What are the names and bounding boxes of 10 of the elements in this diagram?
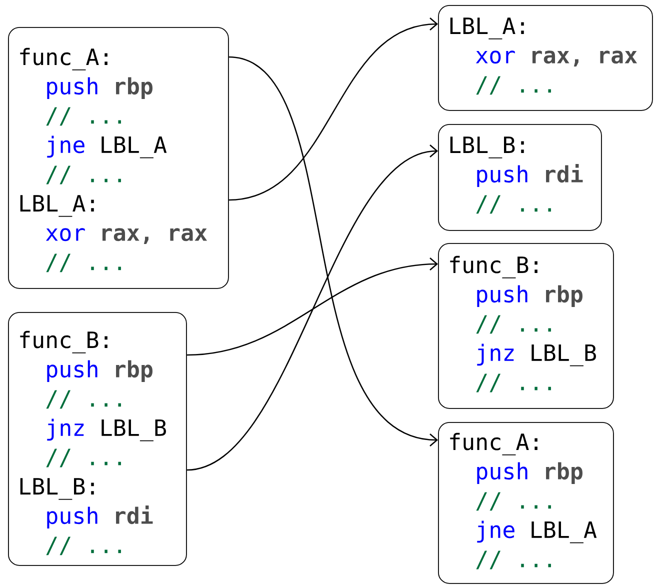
code-box: func_A: push rbp // ... jne LBL_A // ... LBL_A: xor rax, rax // ...: [8, 27, 229, 289]
code-box: LBL_B: push rdi // ...: [438, 124, 602, 231]
arrow: [186, 144, 438, 471]
code-box: LBL_A: xor rax, rax // ...: [438, 5, 653, 111]
code-box: func_B: push rbp // ... jnz LBL_B // ...: [438, 243, 614, 409]
arrow: [186, 258, 438, 356]
code-box: func_B: push rbp // ... jnz LBL_B // ... LBL_B: push rdi // ...: [8, 312, 187, 566]
arrow: [228, 18, 438, 201]
code-box: func_A: push rbp // ... jne LBL_A // ...: [438, 422, 614, 584]
arrow: [228, 56, 438, 446]
